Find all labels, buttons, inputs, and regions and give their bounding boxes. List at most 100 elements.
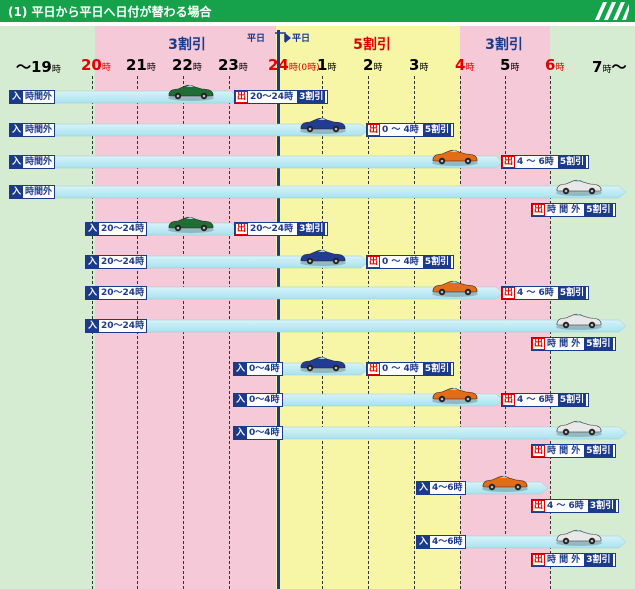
hour-label: 23時	[218, 56, 248, 74]
discount-rate: 5割引	[422, 363, 452, 375]
header-bar: (1) 平日から平日へ日付が替わる場合	[0, 0, 635, 22]
exit-mark: 出	[532, 204, 546, 216]
entry-time: 20〜24時	[101, 321, 145, 331]
exit-mark: 出	[235, 91, 249, 103]
hour-grid-line	[229, 76, 230, 589]
exit-time: 20〜24時	[250, 224, 294, 234]
header-title: (1) 平日から平日へ日付が替わる場合	[8, 5, 212, 19]
hour-label: 4時	[455, 56, 475, 74]
car-icon	[554, 417, 604, 437]
car-icon	[298, 246, 348, 266]
time-zone-band	[0, 26, 95, 589]
hour-label: 5時	[500, 56, 520, 74]
entry-time: 時間外	[25, 125, 53, 135]
entry-time: 0〜4時	[249, 428, 280, 438]
car-icon	[166, 81, 216, 101]
car-icon	[430, 277, 480, 297]
time-zone-band	[95, 26, 276, 589]
hour-grid-line	[322, 76, 323, 589]
discount-rate: 5割引	[557, 394, 587, 406]
discount-rate: 5割引	[584, 445, 613, 457]
exit-time: 4 〜 6時	[517, 157, 554, 167]
entry-time: 4〜6時	[432, 483, 463, 493]
discount-rate: 5割引	[557, 156, 587, 168]
hour-label: 〜19時	[16, 58, 61, 76]
exit-mark: 出	[367, 256, 381, 268]
entry-mark: 入	[417, 536, 431, 548]
day-change-line	[277, 30, 280, 589]
entry-mark: 入	[10, 186, 24, 198]
car-icon	[554, 310, 604, 330]
exit-time: 4 〜 6時	[517, 395, 554, 405]
entry-time: 20〜24時	[101, 288, 145, 298]
hour-grid-line	[368, 76, 369, 589]
entry-mark: 入	[234, 427, 248, 439]
route-arrow	[125, 286, 503, 300]
entry-mark: 入	[86, 320, 100, 332]
entry-time: 時間外	[25, 157, 53, 167]
entry-mark: 入	[417, 482, 431, 494]
exit-time: 時 間 外	[547, 555, 581, 565]
route-arrow	[49, 185, 626, 199]
hour-grid-line	[414, 76, 415, 589]
hour-label: 22時	[172, 56, 202, 74]
entry-badge: 入時間外	[9, 123, 56, 137]
time-zone-band	[550, 26, 635, 589]
hour-label: 7時〜	[592, 58, 627, 76]
car-icon	[480, 472, 530, 492]
exit-mark: 出	[532, 445, 546, 457]
exit-time: 4 〜 6時	[517, 288, 554, 298]
entry-badge: 入時間外	[9, 155, 56, 169]
route-arrow	[49, 155, 503, 169]
exit-mark: 出	[367, 124, 381, 136]
entry-mark: 入	[86, 223, 100, 235]
entry-mark: 入	[10, 124, 24, 136]
route-arrow	[125, 319, 626, 333]
discount-rate: 3割引	[584, 554, 613, 566]
discount-rate: 3割引	[297, 223, 326, 235]
exit-time: 時 間 外	[547, 205, 581, 215]
discount-rate: 5割引	[422, 256, 452, 268]
hour-label: 3時	[409, 56, 429, 74]
hour-label: 1時	[317, 56, 337, 74]
day-change-arrow-icon	[275, 32, 291, 43]
entry-mark: 入	[86, 287, 100, 299]
zone-label-midnight: 5割引	[353, 37, 391, 53]
discount-rate: 5割引	[584, 338, 613, 350]
entry-mark: 入	[234, 394, 248, 406]
hour-grid-line	[550, 76, 551, 589]
car-icon	[554, 526, 604, 546]
hour-label: 6時	[545, 56, 565, 74]
exit-mark: 出	[367, 363, 381, 375]
car-icon	[430, 384, 480, 404]
hour-label: 2時	[363, 56, 383, 74]
entry-badge: 入時間外	[9, 90, 56, 104]
discount-rate: 5割引	[557, 287, 587, 299]
entry-time: 0〜4時	[249, 364, 280, 374]
entry-mark: 入	[10, 91, 24, 103]
entry-mark: 入	[86, 256, 100, 268]
entry-mark: 入	[10, 156, 24, 168]
exit-time: 0 〜 4時	[382, 364, 419, 374]
hour-label: 21時	[126, 56, 156, 74]
zone-label-late-night-a: 3割引	[168, 37, 206, 53]
car-icon	[298, 114, 348, 134]
hour-grid-line	[183, 76, 184, 589]
entry-time: 時間外	[25, 187, 53, 197]
